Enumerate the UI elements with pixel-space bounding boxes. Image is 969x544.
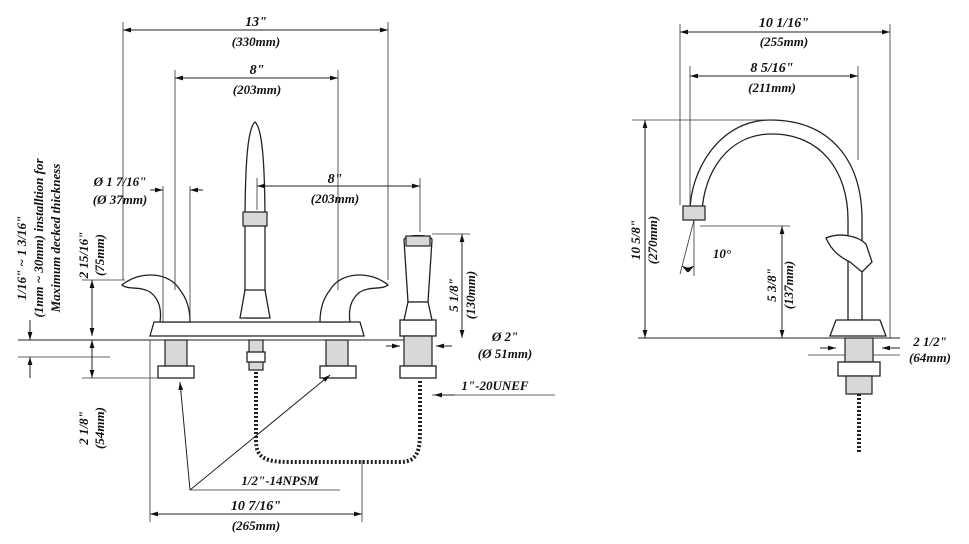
- dim-handle-height-in: 2 15/16": [76, 232, 91, 280]
- dim-overall-width-in: 13": [245, 15, 267, 30]
- dim-sprayer-base-in: Ø 2": [491, 329, 518, 344]
- side-handle: [825, 234, 873, 273]
- sprayer-thread-label: 1"-20UNEF: [461, 378, 528, 393]
- dim-side-spout-height-mm: (270mm): [645, 216, 660, 264]
- dim-side-outlet-height-mm: (137mm): [781, 261, 796, 309]
- spout-collar: [242, 211, 268, 227]
- dim-spout-sprayer-mm: (203mm): [311, 191, 359, 206]
- dim-side-spout-reach-mm: (211mm): [748, 80, 796, 95]
- dim-side-base-diameter-mm: (64mm): [909, 350, 951, 365]
- dim-side-spout-reach-in: 8 5/16": [750, 61, 793, 76]
- front-view: 13" (330mm) 8" (203mm) 8" (203mm) Ø 1 7/…: [14, 15, 555, 533]
- dim-side-outlet-height-in: 5 3/8": [764, 268, 779, 302]
- dim-base-width-mm: (265mm): [232, 518, 280, 533]
- left-handle: [120, 274, 191, 323]
- sprayer-hose: [254, 372, 422, 464]
- dim-handle-spread-mm: (203mm): [233, 82, 281, 97]
- dim-side-reach-total-mm: (255mm): [760, 34, 808, 49]
- dim-deck-thickness-in: 1/16" ~ 1 3/16": [14, 216, 29, 300]
- right-handle: [319, 274, 390, 323]
- dim-outlet-angle: 10°: [713, 246, 732, 261]
- dim-handle-spread-in: 8": [250, 63, 265, 78]
- deck-plate: [149, 321, 365, 337]
- dim-hole-diameter-mm: (Ø 37mm): [93, 192, 148, 207]
- dim-sprayer-height-mm: (130mm): [463, 271, 478, 319]
- dim-side-reach-total-in: 10 1/16": [759, 16, 809, 31]
- right-shank: [319, 339, 357, 379]
- dim-side-spout-height-in: 10 5/8": [628, 220, 643, 260]
- dim-sprayer-base-mm: (Ø 51mm): [478, 346, 533, 361]
- supply-thread-label: 1/2"-14NPSM: [241, 473, 319, 488]
- center-shank: [246, 339, 266, 371]
- sprayer: [399, 234, 437, 379]
- left-shank: [157, 339, 195, 379]
- dim-overall-width-mm: (330mm): [232, 34, 280, 49]
- dim-spout-sprayer-in: 8": [328, 172, 343, 187]
- dim-shank-length-in: 2 1/8": [76, 411, 91, 446]
- dim-base-width-in: 10 7/16": [231, 499, 281, 514]
- side-view: 10 1/16" (255mm) 8 5/16" (211mm) 10 5/8"…: [628, 16, 951, 452]
- dim-sprayer-height-in: 5 1/8": [446, 278, 461, 312]
- dim-side-base-diameter-in: 2 1/2": [912, 334, 947, 349]
- dim-shank-length-mm: (54mm): [92, 407, 107, 449]
- dim-handle-height-mm: (75mm): [92, 234, 107, 276]
- dim-deck-thickness-mm: (1mm ~ 30mm) installtion for: [31, 158, 46, 318]
- dim-deck-thickness-note: Maximum decked thickness: [48, 164, 63, 314]
- dim-hole-diameter-in: Ø 1 7/16": [93, 174, 147, 189]
